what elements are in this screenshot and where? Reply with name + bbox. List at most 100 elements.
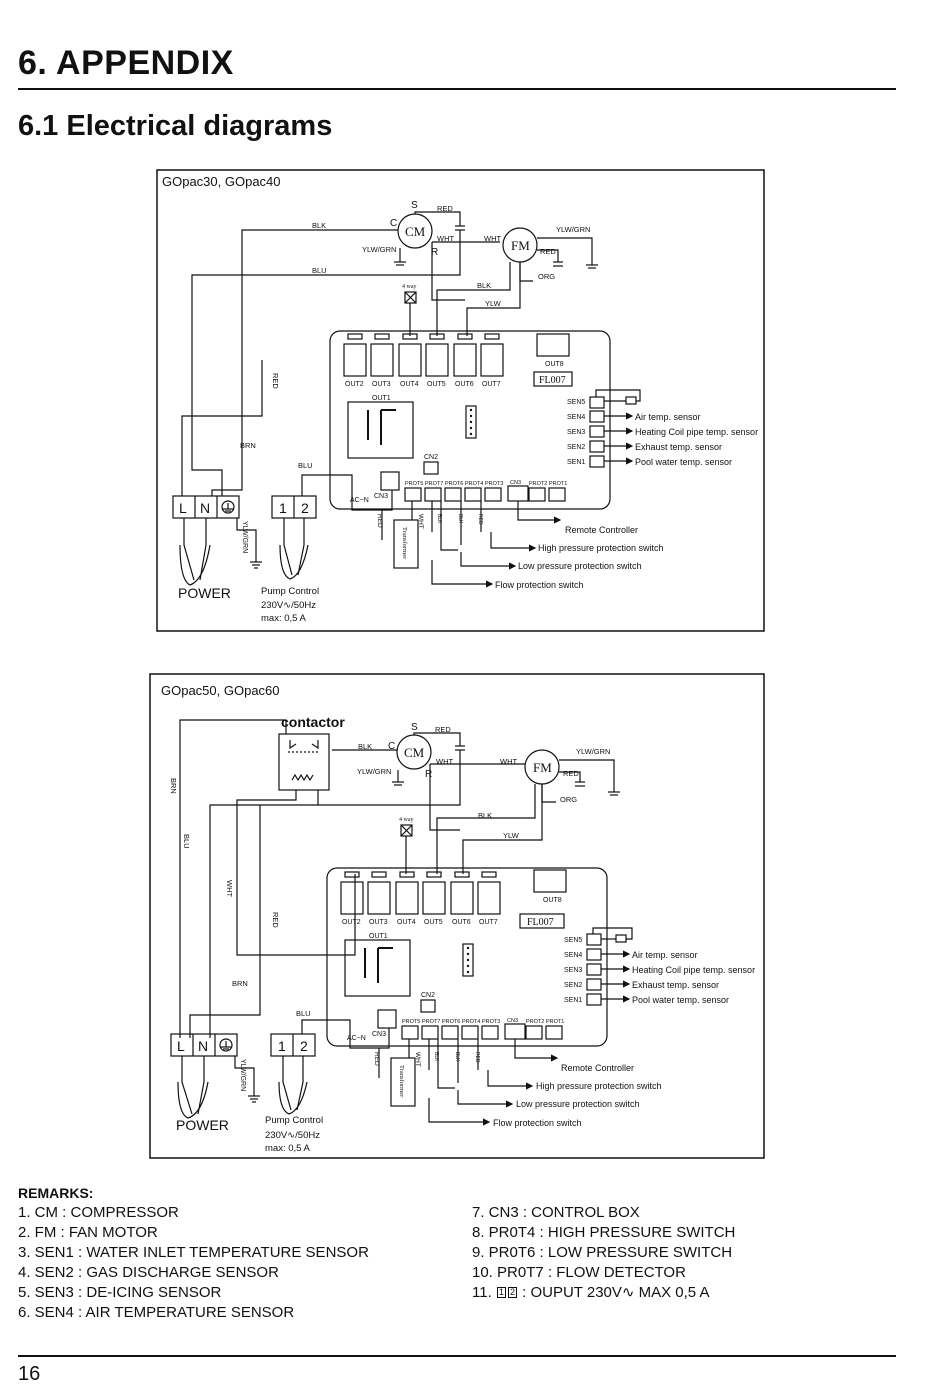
- wire-label-blu-2: BLU: [182, 834, 191, 849]
- out5-label: OUT5: [424, 919, 443, 926]
- remark-item: 10. PR0T7 : FLOW DETECTOR: [472, 1264, 686, 1281]
- wire-label-brn-2: BRN: [169, 778, 178, 794]
- pump-max-label: max: 0,5 A: [265, 1143, 311, 1154]
- out1-label: OUT1: [372, 395, 391, 402]
- out1-relay: [347, 401, 414, 459]
- pool-sensor-label: Pool water temp. sensor: [632, 995, 729, 1005]
- diagram-frame: [156, 169, 765, 632]
- out8-label: OUT8: [545, 361, 564, 368]
- board-label: FL007: [539, 375, 566, 386]
- remark-item: 9. PR0T6 : LOW PRESSURE SWITCH: [472, 1244, 733, 1261]
- low-pressure-label: Low pressure protection switch: [516, 1099, 640, 1109]
- pcb-board: [329, 330, 611, 510]
- pump-control-label: Pump Control: [265, 1115, 323, 1126]
- prot3-label: PROT3: [482, 1019, 500, 1025]
- wire-label-red-2: RED: [540, 247, 556, 256]
- fan-motor-label: FM: [511, 238, 530, 253]
- fan-motor-label: FM: [533, 760, 552, 775]
- contactor: [278, 733, 330, 791]
- high-pressure-label: High pressure protection switch: [536, 1081, 662, 1091]
- wire-label-wht-2: WHT: [484, 234, 501, 243]
- wire-label-red-5: RED: [477, 514, 483, 525]
- wire-label-blk: BLK: [312, 221, 326, 230]
- remarks-left-column: 1. CM : COMPRESSOR 2. FM : FAN MOTOR 3. …: [18, 1203, 369, 1323]
- out4-label: OUT4: [400, 381, 419, 388]
- prot6-label: PROT6: [442, 1019, 460, 1025]
- pcb-top-connectors: [344, 871, 497, 878]
- wire-label-wht: WHT: [436, 757, 453, 766]
- out6-label: OUT6: [455, 381, 474, 388]
- wire-label-red-3: RED: [271, 373, 280, 389]
- diagram-gopac50-60: GOpac50, GOpac60 contactor CM S C R FM: [149, 673, 765, 1159]
- prot5-label: PROT5: [402, 1019, 420, 1025]
- wire-label-red-4: RED: [376, 514, 383, 528]
- wire-label-blu-2: BLU: [298, 461, 313, 470]
- contactor-label: contactor: [281, 714, 345, 730]
- remote-label: Remote Controller: [561, 1063, 634, 1073]
- output-relays: [340, 869, 567, 915]
- prot1-label: PROT1: [546, 1019, 564, 1025]
- transformer-label: Transformer: [398, 1065, 405, 1098]
- sen3-label: SEN3: [564, 967, 582, 974]
- earth-icon: [221, 500, 235, 514]
- terminal-l: L: [179, 500, 187, 516]
- prot4-label: PROT4: [465, 481, 483, 487]
- terminal-c: C: [388, 741, 395, 752]
- prot3-label: PROT3: [485, 481, 503, 487]
- board-label-box: [533, 371, 573, 387]
- cn3-small-connector: [377, 1009, 397, 1029]
- section-title: 6. APPENDIX: [18, 44, 234, 82]
- flow-label: Flow protection switch: [493, 1118, 582, 1128]
- sen5-label: SEN5: [567, 399, 585, 406]
- terminal-c: C: [390, 218, 397, 229]
- wire-label-wht-2: WHT: [500, 757, 517, 766]
- remark-11-number: 11.: [472, 1284, 492, 1301]
- diagram-gopac30-40: GOpac30, GOpac40 CM S C R FM 4 way BLK R…: [156, 169, 765, 632]
- wire-label-blk-2: BLK: [477, 281, 491, 290]
- four-way-label: 4 way: [402, 284, 417, 290]
- wire-label-red: RED: [435, 725, 451, 734]
- wire-label-red-3: RED: [271, 912, 280, 928]
- board-label: FL007: [527, 917, 554, 928]
- compressor-label: CM: [405, 224, 426, 239]
- wire-label-wht: WHT: [437, 234, 454, 243]
- board-label-box: [519, 913, 565, 929]
- cn2-connector: [420, 999, 436, 1013]
- cn3-small-connector: [380, 471, 400, 491]
- wire-label-blu: BLU: [312, 266, 327, 275]
- terminal-s: S: [411, 200, 418, 211]
- terminal-s: S: [411, 722, 418, 733]
- remark-item: 6. SEN4 : AIR TEMPERATURE SENSOR: [18, 1304, 295, 1321]
- wire-label-ylwgrn-2: YLW/GRN: [576, 747, 610, 756]
- sen2-label: SEN2: [567, 444, 585, 451]
- sen4-label: SEN4: [567, 414, 585, 421]
- out1-relay: [344, 939, 411, 997]
- terminal-r: R: [431, 247, 438, 258]
- pump-terminal-1: 1: [279, 500, 287, 516]
- sen5-label: SEN5: [564, 937, 582, 944]
- wire-label-org: ORG: [560, 795, 577, 804]
- out6-label: OUT6: [452, 919, 471, 926]
- subsection-title: 6.1 Electrical diagrams: [18, 110, 333, 142]
- footer-rule: [18, 1355, 896, 1357]
- sen4-label: SEN4: [564, 952, 582, 959]
- exhaust-sensor-label: Exhaust temp. sensor: [632, 980, 719, 990]
- pump-control-label: Pump Control: [261, 586, 319, 597]
- flow-label: Flow protection switch: [495, 580, 584, 590]
- wire-label-wht-3: WHT: [225, 880, 234, 897]
- prot-connectors: [404, 485, 566, 502]
- out7-label: OUT7: [479, 919, 498, 926]
- high-pressure-label: High pressure protection switch: [538, 543, 664, 553]
- pcb-top-connectors: [347, 333, 500, 340]
- out7-label: OUT7: [482, 381, 501, 388]
- pool-sensor-label: Pool water temp. sensor: [635, 457, 732, 467]
- pcb-pin-header: [462, 943, 474, 977]
- remark-item: 8. PR0T4 : HIGH PRESSURE SWITCH: [472, 1224, 736, 1241]
- wire-label-ylw: YLW: [485, 299, 502, 308]
- wire-label-blk-4: BLK: [454, 1052, 460, 1062]
- wire-label-ylwgrn: YLW/GRN: [357, 767, 391, 776]
- terminal-box-1: 1: [496, 1287, 506, 1298]
- wire-label-blk-2: BLK: [478, 811, 492, 820]
- pump-terminal-2: 2: [301, 500, 309, 516]
- cn2-label: CN2: [424, 454, 438, 461]
